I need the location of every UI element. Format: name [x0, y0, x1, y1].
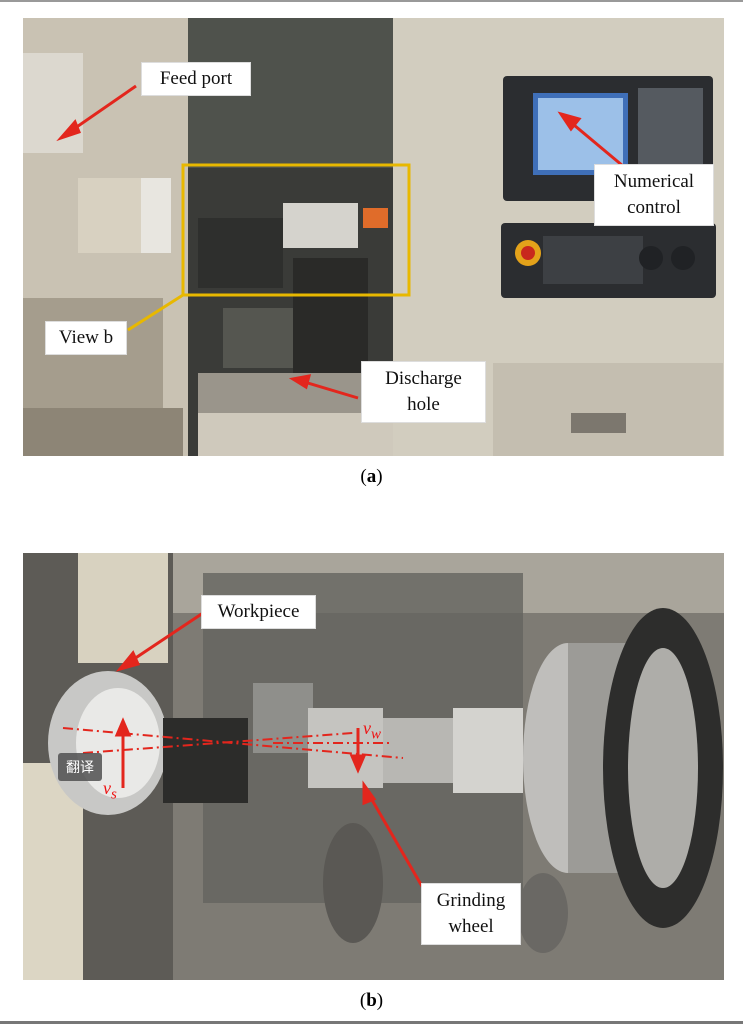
vw-symbol: vw [363, 718, 382, 743]
caption-a: (a) [360, 466, 383, 487]
view-b-label: View b [45, 321, 127, 355]
numerical-control-line2: control [627, 197, 681, 218]
vs-symbol: vs [103, 778, 117, 803]
grinding-wheel-line1: Grinding [436, 890, 506, 911]
discharge-hole-label: Discharge hole [361, 361, 486, 423]
discharge-hole-line1: Discharge [385, 368, 462, 389]
numerical-control-label: Numerical control [594, 164, 714, 226]
discharge-hole-line2: hole [407, 394, 440, 415]
top-rule [0, 0, 743, 2]
caption-b: (b) [359, 990, 384, 1011]
grinding-illustration-b [23, 553, 724, 980]
workpiece-label: Workpiece [201, 595, 316, 629]
bottom-rule [0, 1021, 743, 1024]
grinding-wheel-label: Grinding wheel [421, 883, 521, 945]
feed-port-label: Feed port [141, 62, 251, 96]
translate-badge[interactable]: 翻译 [58, 753, 102, 781]
grinding-photo-b: Workpiece Grinding wheel 翻译 vw vs [23, 553, 724, 980]
numerical-control-line1: Numerical [613, 171, 695, 192]
grinding-wheel-line2: wheel [448, 916, 494, 937]
machine-photo-a: Feed port Numerical control View b Disch… [23, 18, 724, 456]
